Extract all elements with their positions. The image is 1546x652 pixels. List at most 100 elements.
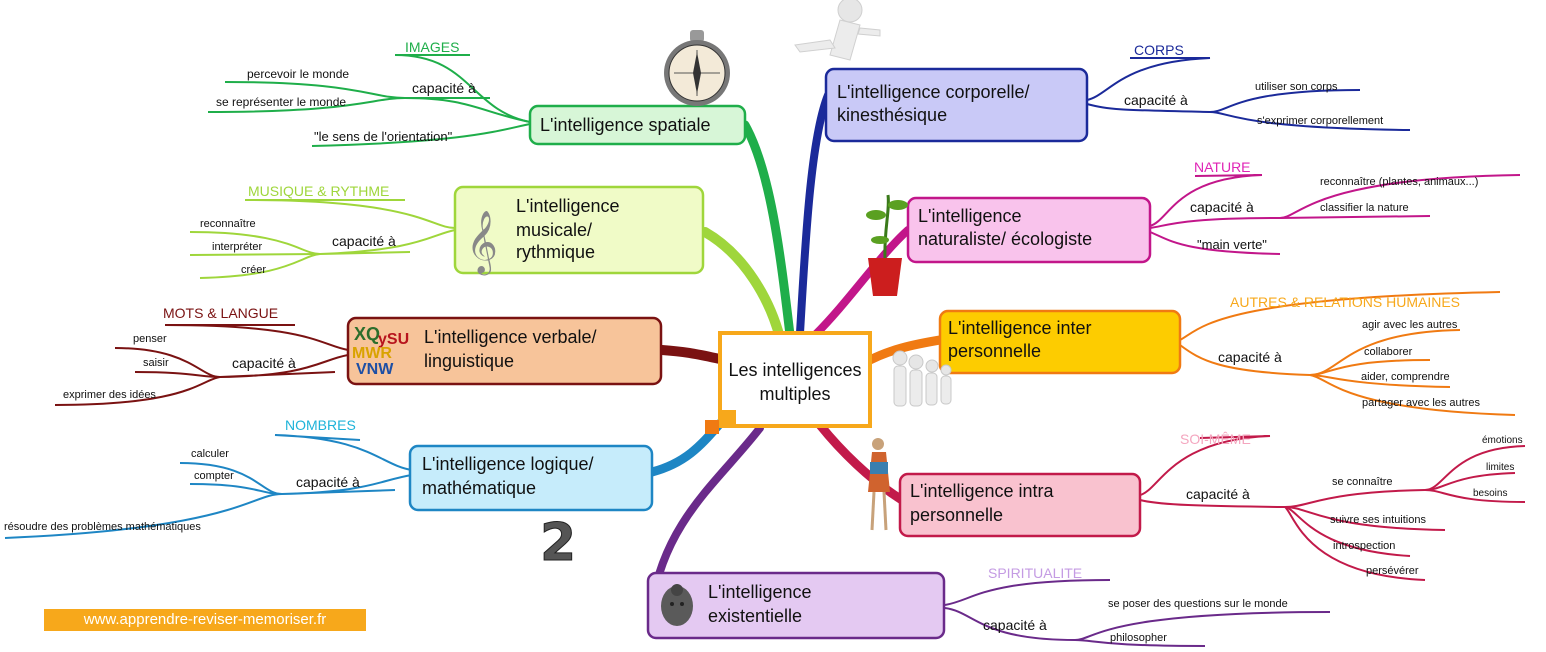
node-intra[interactable]: L'intelligence intra personnelle bbox=[898, 472, 1142, 538]
corporelle-lines bbox=[1086, 57, 1411, 131]
naturaliste-category: NATURE bbox=[1194, 159, 1251, 175]
intra-know-item-2: limites bbox=[1486, 462, 1514, 473]
intra-item-1: suivre ses intuitions bbox=[1330, 514, 1426, 526]
intra-capacity: capacité à bbox=[1186, 486, 1250, 502]
node-inter[interactable]: L'intelligence inter personnelle bbox=[938, 309, 1182, 375]
website-link[interactable]: www.apprendre-reviser-memoriser.fr bbox=[44, 609, 366, 631]
musicale-title-line3: rythmique bbox=[516, 242, 595, 262]
intra-title-line1: L'intelligence intra bbox=[910, 481, 1055, 501]
existentielle-category: SPIRITUALITE bbox=[988, 565, 1082, 581]
intra-title-line2: personnelle bbox=[910, 505, 1003, 525]
verbale-category: MOTS & LANGUE bbox=[163, 305, 278, 321]
intra-know-item-1: émotions bbox=[1482, 435, 1523, 446]
musicale-lines bbox=[189, 199, 456, 279]
spatiale-capacity: capacité à bbox=[412, 80, 476, 96]
intra-item-3: persévérer bbox=[1366, 565, 1419, 577]
treble-clef-icon: 𝄞 bbox=[466, 210, 498, 276]
svg-text:2: 2 bbox=[540, 513, 576, 573]
inter-item-4: partager avec les autres bbox=[1362, 397, 1481, 409]
spatiale-extra: "le sens de l'orientation" bbox=[314, 129, 453, 144]
svg-text:𝄞: 𝄞 bbox=[466, 210, 498, 276]
node-logique[interactable]: L'intelligence logique/ mathématique bbox=[408, 444, 654, 512]
people-group-icon bbox=[892, 350, 952, 407]
verbale-item-3: exprimer des idées bbox=[63, 389, 156, 401]
spatiale-lines bbox=[207, 54, 531, 147]
logique-lines bbox=[4, 434, 413, 539]
connector-intra bbox=[815, 420, 907, 505]
plant-pot-icon bbox=[866, 194, 908, 296]
corporelle-capacity: capacité à bbox=[1124, 92, 1188, 108]
node-naturaliste[interactable]: L'intelligence naturaliste/ écologiste bbox=[906, 196, 1152, 264]
naturaliste-title-line2: naturaliste/ écologiste bbox=[918, 229, 1092, 249]
naturaliste-title-line1: L'intelligence bbox=[918, 206, 1022, 226]
logique-category: NOMBRES bbox=[285, 417, 356, 433]
inter-item-1: agir avec les autres bbox=[1362, 319, 1458, 331]
verbale-item-1: penser bbox=[133, 333, 167, 345]
node-existentielle[interactable]: L'intelligence existentielle bbox=[646, 571, 946, 640]
intra-item-2: introspection bbox=[1333, 540, 1395, 552]
node-corporelle[interactable]: L'intelligence corporelle/ kinesthésique bbox=[824, 67, 1089, 143]
spatiale-category: IMAGES bbox=[405, 39, 459, 55]
logique-title-line1: L'intelligence logique/ bbox=[422, 454, 594, 474]
corporelle-title-line1: L'intelligence corporelle/ bbox=[837, 82, 1030, 102]
existentielle-item-2: philosopher bbox=[1110, 632, 1167, 644]
naturaliste-lines bbox=[1149, 174, 1521, 255]
spatiale-item-2: se représenter le monde bbox=[216, 95, 346, 109]
svg-text:ySU: ySU bbox=[378, 331, 409, 348]
verbale-title-line1: L'intelligence verbale/ bbox=[424, 327, 597, 347]
existentielle-title-line2: existentielle bbox=[708, 606, 802, 626]
musicale-title-line2: musicale/ bbox=[516, 220, 592, 240]
center-title-line2: multiples bbox=[759, 384, 830, 404]
inter-title-line2: personnelle bbox=[948, 341, 1041, 361]
corporelle-title-line2: kinesthésique bbox=[837, 105, 947, 125]
existentielle-title-line1: L'intelligence bbox=[708, 582, 812, 602]
inter-item-3: aider, comprendre bbox=[1361, 371, 1450, 383]
svg-text:VNW: VNW bbox=[356, 361, 394, 378]
logique-item-3: résoudre des problèmes mathématiques bbox=[4, 521, 201, 533]
logique-item-1: calculer bbox=[191, 448, 229, 460]
node-spatiale[interactable]: L'intelligence spatiale bbox=[528, 104, 747, 146]
center-node[interactable]: Les intelligences multiples bbox=[705, 331, 872, 434]
connector-spatiale bbox=[740, 120, 795, 340]
existentielle-lines bbox=[944, 579, 1331, 647]
connector-inter bbox=[865, 335, 945, 365]
musicale-item-2: interpréter bbox=[212, 241, 262, 253]
svg-text:XQ: XQ bbox=[354, 324, 380, 344]
verbale-capacity: capacité à bbox=[232, 355, 296, 371]
woman-figure-icon bbox=[868, 438, 890, 531]
corporelle-item-1: utiliser son corps bbox=[1255, 81, 1338, 93]
logique-title-line2: mathématique bbox=[422, 478, 536, 498]
intra-category: SOI-MÊME bbox=[1180, 431, 1251, 447]
inter-title-line1: L'intelligence inter bbox=[948, 318, 1092, 338]
naturaliste-capacity: capacité à bbox=[1190, 199, 1254, 215]
corporelle-item-2: s'exprimer corporellement bbox=[1257, 115, 1383, 127]
verbale-title-line2: linguistique bbox=[424, 351, 514, 371]
musicale-item-1: reconnaître bbox=[200, 218, 256, 230]
existentielle-item-1: se poser des questions sur le monde bbox=[1108, 598, 1288, 610]
naturaliste-item-2: classifier la nature bbox=[1320, 202, 1409, 214]
spatiale-item-1: percevoir le monde bbox=[247, 67, 349, 81]
inter-item-2: collaborer bbox=[1364, 346, 1413, 358]
connector-corporelle bbox=[796, 91, 832, 337]
number-two-icon: 2 bbox=[540, 513, 577, 574]
buddha-icon bbox=[661, 584, 693, 626]
intra-know: se connaître bbox=[1332, 476, 1393, 488]
logique-capacity: capacité à bbox=[296, 474, 360, 490]
existentielle-capacity: capacité à bbox=[983, 617, 1047, 633]
node-verbale[interactable]: L'intelligence verbale/ linguistique bbox=[346, 316, 663, 386]
node-musicale[interactable]: L'intelligence musicale/ rythmique bbox=[453, 185, 705, 275]
center-title-line1: Les intelligences bbox=[728, 360, 861, 380]
inter-lines bbox=[1179, 291, 1516, 416]
spatiale-title: L'intelligence spatiale bbox=[540, 115, 711, 135]
verbale-lines bbox=[54, 324, 349, 406]
musicale-category: MUSIQUE & RYTHME bbox=[248, 183, 389, 199]
inter-category: AUTRES & RELATIONS HUMAINES bbox=[1230, 294, 1460, 310]
intra-know-item-3: besoins bbox=[1473, 488, 1507, 499]
corporelle-category: CORPS bbox=[1134, 42, 1184, 58]
verbale-item-2: saisir bbox=[143, 357, 169, 369]
svg-text:MWR: MWR bbox=[352, 345, 392, 362]
musicale-title-line1: L'intelligence bbox=[516, 196, 620, 216]
letters-icon: XQ ySU MWR VNW bbox=[352, 324, 409, 378]
naturaliste-extra: "main verte" bbox=[1197, 237, 1267, 252]
